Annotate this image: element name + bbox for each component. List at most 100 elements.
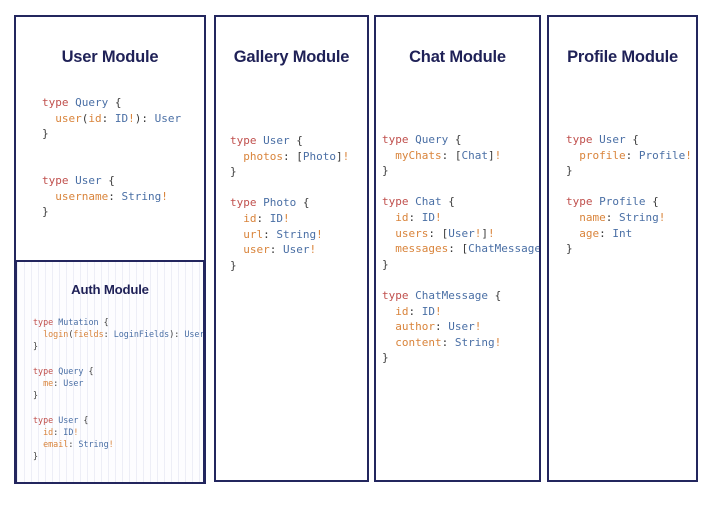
code-line: me: User	[33, 377, 203, 389]
code-token	[382, 149, 395, 162]
code-token: fields	[73, 329, 104, 340]
code-block-user: type Query { user(id: ID!): User} type U…	[42, 95, 181, 220]
panel-title-chat: Chat Module	[409, 48, 506, 66]
code-token: type	[42, 96, 76, 109]
code-block-profile: type User { profile: Profile!} type Prof…	[566, 132, 692, 257]
code-token: type	[42, 173, 76, 187]
code-line: author: User!	[382, 319, 539, 335]
code-line: type Photo {	[230, 195, 349, 211]
code-token: !	[342, 149, 350, 163]
module-panel-profile[interactable]: Profile Module type User { profile: Prof…	[547, 15, 698, 482]
code-line: id: ID!	[230, 211, 349, 227]
code-token: :	[428, 226, 442, 240]
code-token: :	[408, 304, 422, 318]
code-token: Chat	[461, 148, 488, 162]
code-line: }	[42, 204, 181, 220]
code-line	[382, 179, 539, 195]
code-token: }	[566, 164, 573, 178]
code-token: :	[448, 242, 462, 256]
code-token: [	[296, 149, 303, 163]
code-token: !	[494, 335, 502, 349]
code-token: {	[645, 195, 659, 209]
code-token: :	[263, 227, 277, 241]
code-line: photos: [Photo]!	[230, 149, 349, 165]
code-token: }	[382, 257, 389, 271]
module-panel-auth[interactable]: Auth Module type Mutation { login(fields…	[16, 260, 204, 482]
code-token: :	[408, 210, 422, 224]
code-line: name: String!	[566, 210, 692, 226]
code-token	[230, 212, 243, 225]
module-panel-chat[interactable]: Chat Module type Query { myChats: [Chat]…	[374, 15, 541, 482]
code-token: }	[33, 451, 39, 462]
code-token: User	[599, 133, 626, 146]
code-token	[566, 149, 579, 162]
code-token	[33, 329, 43, 339]
code-token: content	[395, 335, 442, 349]
code-token	[382, 211, 395, 224]
code-token: !	[309, 243, 317, 257]
code-token: id	[395, 210, 409, 224]
code-token: LoginFields	[113, 329, 170, 340]
code-line: type User {	[566, 132, 692, 148]
code-token: user	[55, 111, 82, 125]
code-token: ID	[421, 210, 435, 224]
code-line	[33, 401, 203, 413]
code-token: type	[566, 133, 600, 146]
code-token: :	[256, 211, 270, 225]
code-token: {	[289, 134, 303, 147]
panel-title-gallery: Gallery Module	[233, 48, 350, 66]
code-token: String	[276, 227, 317, 241]
module-panel-user[interactable]: User Module type Query { user(id: ID!): …	[14, 15, 206, 484]
code-token: ID	[269, 211, 283, 225]
code-token: ]	[481, 226, 488, 240]
code-line: type Query {	[42, 95, 181, 111]
code-token: }	[230, 258, 237, 272]
code-line	[230, 180, 349, 196]
code-line: type Profile {	[566, 194, 692, 210]
code-line: }	[33, 450, 203, 462]
code-token: {	[98, 317, 109, 327]
code-token: User	[75, 173, 102, 187]
code-token: {	[83, 365, 94, 376]
code-line: profile: Profile!	[566, 148, 692, 164]
code-token: Query	[58, 365, 84, 376]
code-line: username: String!	[42, 189, 181, 205]
code-token: !	[474, 226, 482, 240]
code-token	[566, 227, 579, 240]
code-token: }	[230, 165, 237, 179]
code-token	[382, 242, 395, 255]
code-token: Mutation	[58, 317, 99, 327]
code-token: !	[435, 304, 442, 318]
code-token: ID	[63, 426, 74, 437]
code-line: myChats: [Chat]!	[382, 148, 539, 164]
code-token: :	[141, 111, 155, 125]
module-panel-gallery[interactable]: Gallery Module type User { photos: [Phot…	[214, 15, 369, 482]
code-token: :	[599, 226, 613, 240]
code-token: type	[33, 414, 59, 425]
code-token: :	[101, 111, 115, 125]
code-line: type User {	[42, 173, 181, 189]
code-token: {	[101, 173, 115, 187]
code-line: user(id: ID!): User	[42, 111, 181, 127]
code-token: type	[566, 195, 600, 209]
code-token	[230, 228, 243, 241]
code-token: !	[128, 111, 135, 125]
code-token: :	[605, 210, 619, 224]
code-token: }	[382, 351, 389, 365]
code-token: id	[395, 304, 409, 318]
code-line: type User {	[33, 414, 203, 426]
code-token: users	[395, 226, 429, 240]
code-token: type	[230, 134, 264, 147]
code-token: type	[230, 196, 264, 210]
code-token: ChatMessage	[468, 242, 541, 256]
code-token: :	[68, 439, 79, 450]
code-token: type	[33, 365, 59, 376]
code-line: type Mutation {	[33, 316, 203, 328]
code-token: ID	[114, 111, 129, 125]
code-line: }	[42, 126, 181, 142]
code-token: :	[441, 148, 455, 162]
code-line: }	[566, 241, 692, 257]
code-token: photos	[243, 149, 283, 163]
code-line	[42, 157, 181, 173]
code-line	[42, 142, 181, 158]
